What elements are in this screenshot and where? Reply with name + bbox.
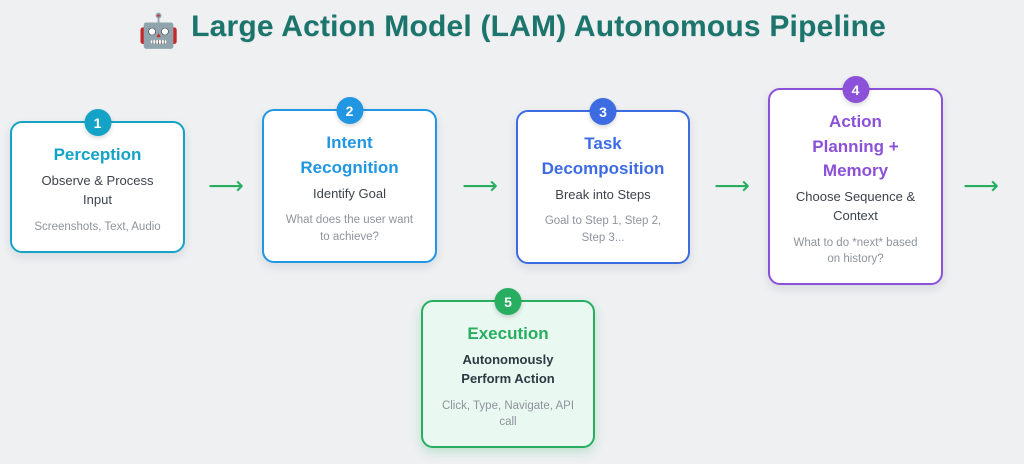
stage-number-badge: 4	[842, 76, 869, 103]
stage-number-badge: 1	[84, 109, 111, 136]
stage-detail: What to do *next* based on history?	[793, 236, 918, 265]
stage-title: Execution	[467, 324, 549, 344]
flow-arrow: ⟶	[462, 172, 498, 200]
stage-detail: What does the user want to achieve?	[285, 214, 414, 243]
stage-number-badge: 3	[589, 98, 617, 125]
robot-icon: 🤖	[138, 12, 180, 49]
stage-title: Action Planning + Memory	[812, 112, 899, 181]
flow-arrow: ⟶	[714, 172, 750, 200]
stage-number-badge: 2	[336, 97, 363, 124]
stage-subtitle: Identify Goal	[313, 185, 386, 201]
stage-card-task-decomposition: 3 Task Decomposition Break into Steps Go…	[516, 98, 690, 264]
stage-number-badge: 5	[494, 288, 522, 315]
stage-card-action-planning-memory: 4 Action Planning + Memory Choose Sequen…	[768, 76, 943, 285]
flow-arrow: ⟶	[963, 172, 999, 200]
stage-detail: Click, Type, Navigate, API call	[441, 399, 575, 428]
flow-arrow: ⟶	[208, 172, 244, 200]
page-title: Large Action Model (LAM) Autonomous Pipe…	[191, 10, 886, 43]
stage-card-intent-recognition: 2 Intent Recognition Identify Goal What …	[262, 97, 437, 263]
stage-title: Intent Recognition	[300, 133, 399, 177]
stage-card-perception: 1 Perception Observe & Process Input Scr…	[10, 109, 185, 253]
stage-title: Perception	[53, 145, 142, 165]
stage-detail: Screenshots, Text, Audio	[34, 220, 161, 233]
stage-subtitle: Observe & Process Input	[41, 172, 154, 207]
stage-card-execution: 5 Execution Autonomously Perform Action …	[421, 288, 595, 448]
stage-subtitle: Break into Steps	[555, 186, 651, 202]
stage-title: Task Decomposition	[541, 134, 665, 178]
stage-subtitle: Choose Sequence & Context	[795, 189, 916, 223]
header: 🤖 Large Action Model (LAM) Autonomous Pip…	[0, 10, 1024, 51]
stage-detail: Goal to Step 1, Step 2, Step 3...	[544, 215, 662, 244]
stage-subtitle: Autonomously Perform Action	[461, 351, 555, 386]
